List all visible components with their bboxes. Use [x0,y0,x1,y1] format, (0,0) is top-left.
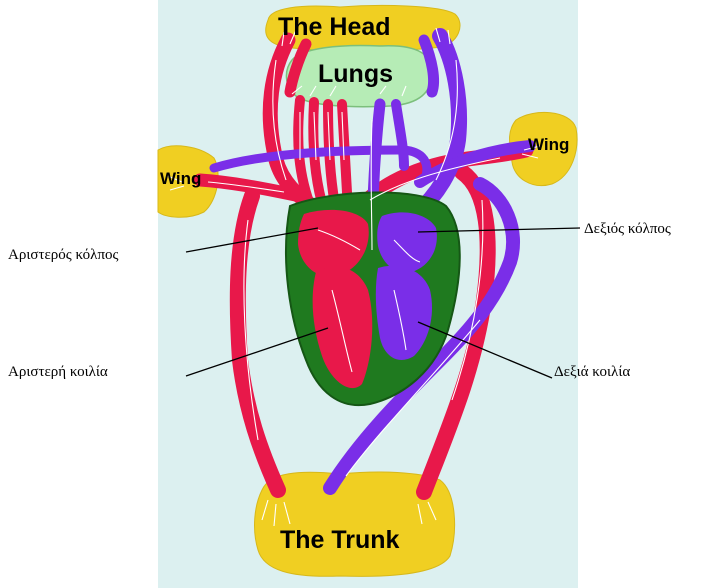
trunk-label: The Trunk [280,526,400,554]
left-wing-label: Wing [160,169,201,188]
right-atrium-callout: Δεξιός κόλπος [584,221,671,237]
right-ventricle-callout: Δεξιά κοιλία [554,364,630,380]
head-label: The Head [278,13,391,41]
left-atrium-callout: Αριστερός κόλπος [8,247,119,263]
left-ventricle-callout: Αριστερή κοιλία [8,364,108,380]
right-wing-label: Wing [528,135,569,154]
lungs-label: Lungs [318,60,393,88]
